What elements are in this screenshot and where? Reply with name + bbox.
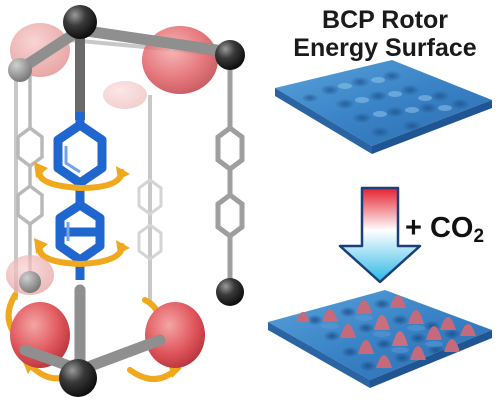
transition-arrow — [338, 186, 422, 284]
co2-label: + CO2 — [405, 212, 485, 247]
mof-cage-model — [5, 5, 245, 397]
energy-surface-before — [275, 60, 492, 154]
top-metal-node — [8, 5, 245, 120]
bottom-right-oxygen — [145, 302, 205, 368]
bottom-carbon-atom — [59, 359, 97, 397]
co2-label-prefix: + CO — [405, 212, 474, 244]
energy-surface-after — [268, 290, 492, 388]
right-linker-strut — [215, 70, 245, 280]
title-line-2: Energy Surface — [293, 34, 477, 62]
inner-linker-strut — [137, 178, 163, 261]
bottom-metal-node — [6, 255, 244, 397]
title-line-1: BCP Rotor — [322, 6, 448, 34]
energy-peaks — [296, 295, 476, 368]
blue-pillar-ligand — [53, 112, 107, 280]
co2-label-subscript: 2 — [473, 226, 485, 247]
top-carbon-atom — [63, 5, 97, 39]
